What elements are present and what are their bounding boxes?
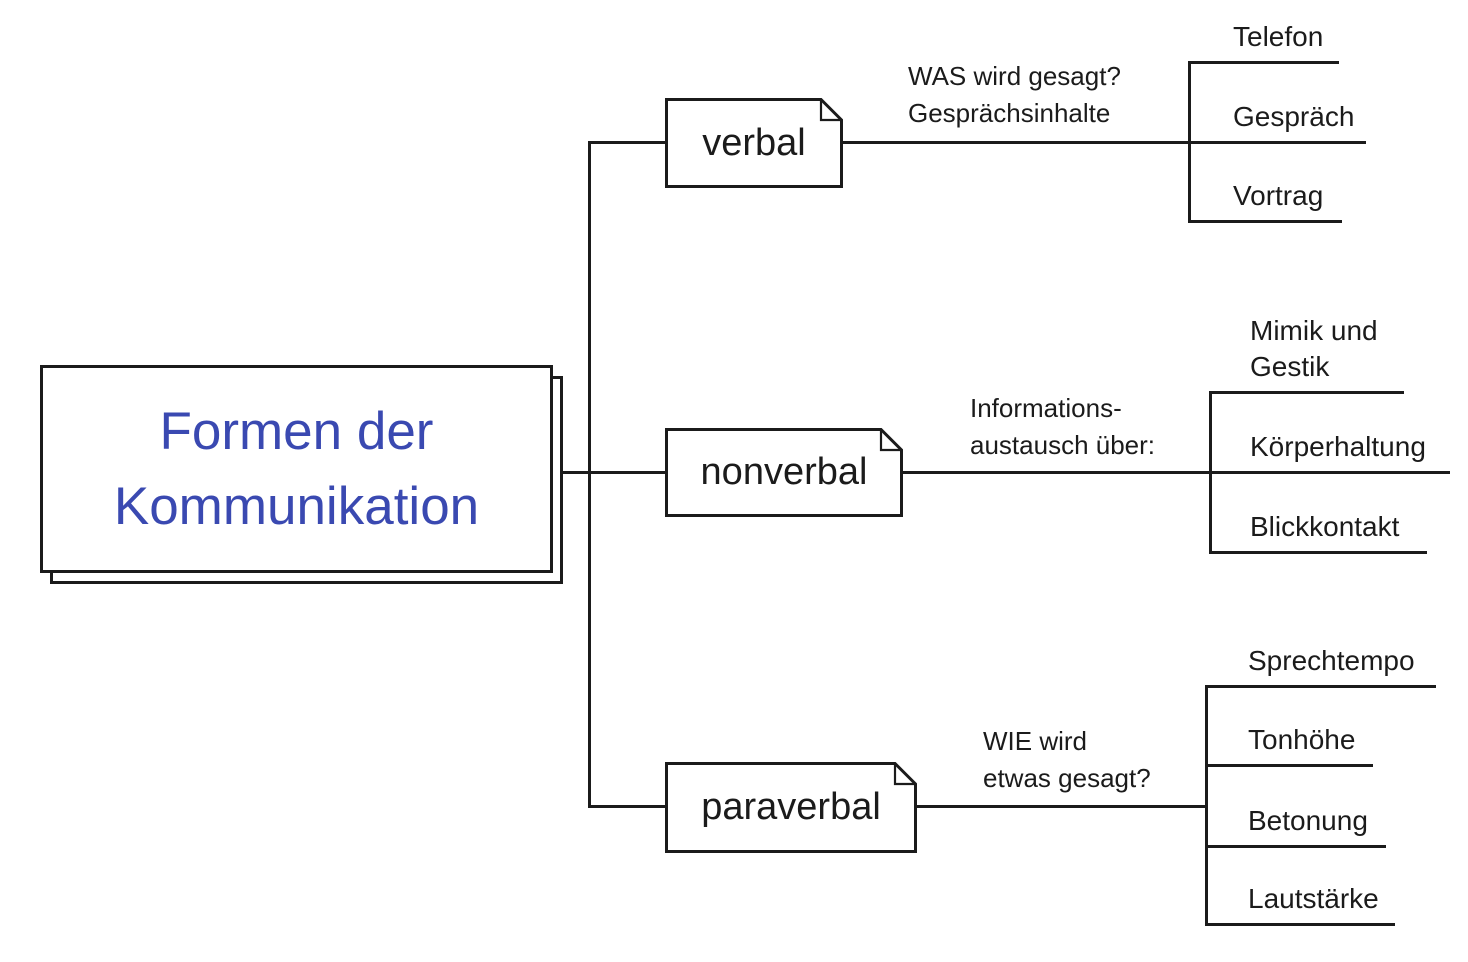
leaf-label-tonhoehe: Tonhöhe bbox=[1248, 724, 1356, 755]
group-bracket-nonverbal bbox=[1209, 391, 1212, 554]
leaf-label-gespraech: Gespräch bbox=[1233, 101, 1355, 132]
trunk-line bbox=[588, 141, 591, 807]
annotation-paraverbal-line-2: etwas gesagt? bbox=[983, 763, 1151, 793]
branch-line-verbal bbox=[588, 141, 1366, 144]
leaf-label-lautstaerke: Lautstärke bbox=[1248, 883, 1379, 914]
leaf-line-tonhoehe bbox=[1205, 764, 1373, 767]
note-shape-verbal bbox=[665, 98, 843, 188]
note-shape-paraverbal bbox=[665, 762, 917, 853]
note-box-verbal: verbal bbox=[665, 98, 843, 188]
note-box-paraverbal: paraverbal bbox=[665, 762, 917, 853]
leaf-line-mimik-gestik bbox=[1209, 391, 1404, 394]
leaf-label-telefon: Telefon bbox=[1233, 21, 1324, 52]
leaf-line-telefon bbox=[1188, 61, 1339, 64]
folded-corner-icon bbox=[893, 763, 916, 786]
branch-label-paraverbal: paraverbal bbox=[701, 786, 881, 828]
folded-corner-icon bbox=[879, 429, 902, 452]
note-box-nonverbal: nonverbal bbox=[665, 428, 903, 517]
annotation-paraverbal-line-1: WIE wird bbox=[983, 726, 1087, 756]
annotation-nonverbal-line-1: Informations- bbox=[970, 393, 1122, 423]
note-shape-nonverbal bbox=[665, 428, 903, 517]
annotation-nonverbal: Informations- austausch über: bbox=[970, 390, 1155, 464]
leaf-label-betonung: Betonung bbox=[1248, 805, 1368, 836]
leaf-label-sprechtempo: Sprechtempo bbox=[1248, 645, 1415, 676]
annotation-nonverbal-line-2: austausch über: bbox=[970, 430, 1156, 460]
branch-label-verbal: verbal bbox=[702, 121, 806, 164]
leaf-label-mimik-gestik: Mimik und Gestik bbox=[1250, 315, 1378, 382]
leaf-line-vortrag bbox=[1188, 220, 1342, 223]
leaf-label-blickkontakt: Blickkontakt bbox=[1250, 511, 1400, 542]
folded-corner-icon bbox=[819, 99, 842, 122]
annotation-verbal-line-1: WAS wird gesagt? bbox=[908, 61, 1121, 91]
annotation-verbal-line-2: Gesprächsinhalte bbox=[908, 98, 1111, 128]
branch-label-nonverbal: nonverbal bbox=[700, 451, 868, 493]
leaf-line-sprechtempo bbox=[1205, 685, 1436, 688]
leaf-line-betonung bbox=[1205, 845, 1386, 848]
root-title-line-2: Kommunikation bbox=[113, 477, 480, 536]
leaf-line-lautstaerke bbox=[1205, 923, 1395, 926]
root-node: Formen der Kommunikation bbox=[40, 365, 553, 573]
group-bracket-paraverbal bbox=[1205, 685, 1208, 926]
group-bracket-verbal bbox=[1188, 61, 1191, 223]
leaf-label-vortrag: Vortrag bbox=[1233, 180, 1324, 211]
annotation-verbal: WAS wird gesagt? Gesprächsinhalte bbox=[908, 58, 1121, 132]
leaf-label-koerperhaltung: Körperhaltung bbox=[1250, 431, 1426, 462]
branch-line-nonverbal bbox=[563, 471, 1450, 474]
leaf-line-blickkontakt bbox=[1209, 551, 1427, 554]
annotation-paraverbal: WIE wird etwas gesagt? bbox=[983, 723, 1151, 797]
root-title-line-1: Formen der bbox=[159, 402, 434, 461]
